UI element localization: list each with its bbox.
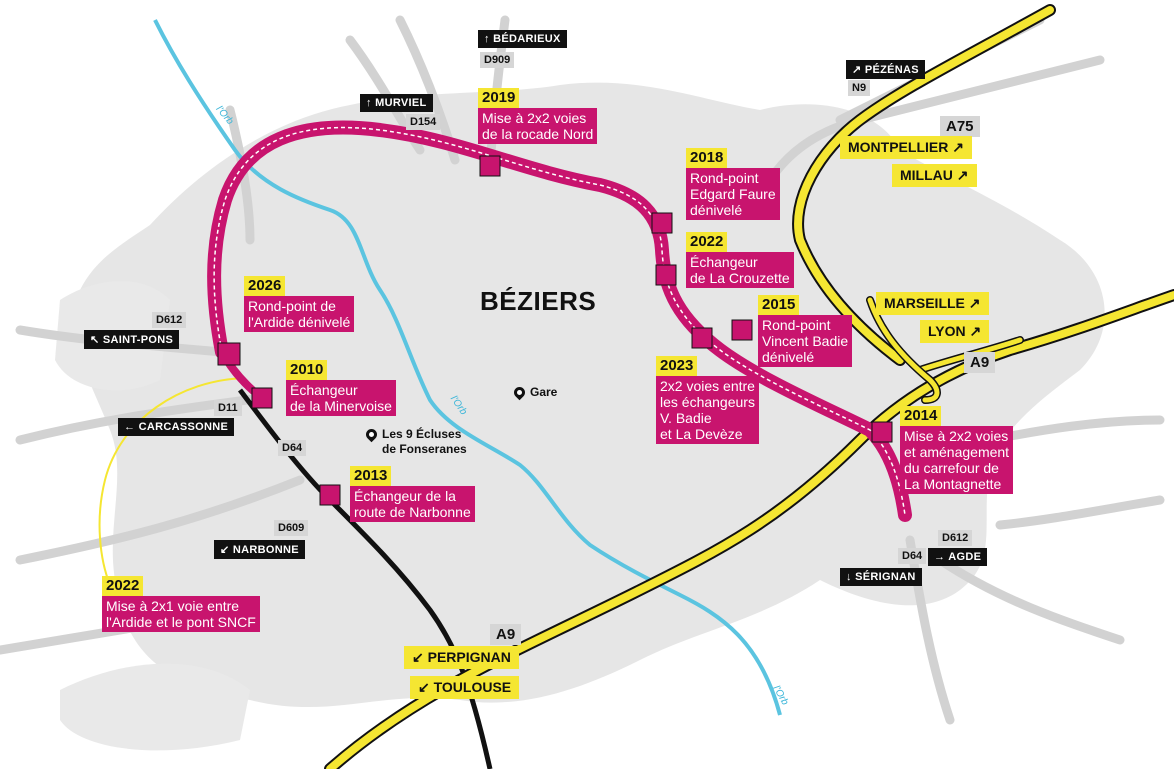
sign-saint-pons: ↖ SAINT-PONS [84, 330, 180, 349]
planned-line-2022 [98, 377, 246, 586]
sign-carcassonne: ← CARCASSONNE [118, 418, 235, 436]
sign-marseille: MARSEILLE ↗ [876, 292, 989, 315]
marker-2018 [651, 212, 673, 234]
road-n9: N9 [848, 80, 871, 96]
marker-2015 [731, 319, 753, 341]
road-d11: D11 [214, 400, 242, 416]
city-name: BÉZIERS [480, 286, 597, 316]
marker-2014 [871, 421, 893, 443]
urban-area [73, 82, 1105, 708]
sign-toulouse: ↙ TOULOUSE [410, 676, 520, 699]
road-d909: D909 [480, 52, 515, 68]
poi-gare: Gare [511, 385, 557, 401]
marker-2013 [319, 484, 341, 506]
highway-a9-south: A9 [490, 624, 522, 645]
marker-2026 [217, 342, 241, 366]
sign-montpellier: MONTPELLIER ↗ [840, 136, 972, 159]
map-pin-icon [363, 427, 380, 443]
road-d154: D154 [406, 114, 441, 130]
road-d64-east: D64 [898, 548, 927, 564]
sign-agde: → AGDE [928, 548, 988, 566]
road-d612-west: D612 [152, 312, 187, 328]
highway-a75: A75 [940, 116, 980, 137]
marker-2010 [251, 387, 273, 409]
rocade-centerline [213, 126, 906, 516]
sign-pezenas: ↗ PÉZÉNAS [846, 60, 925, 79]
map-pin-icon [511, 385, 528, 401]
sign-bedarieux: ↑ BÉDARIEUX [478, 30, 567, 48]
poi-ecluses: Les 9 Écluses de Fonseranes [363, 427, 467, 457]
marker-2019 [479, 155, 501, 177]
marker-2023 [691, 327, 713, 349]
road-d612-east: D612 [938, 530, 973, 546]
highway-a9-east: A9 [964, 352, 996, 373]
road-d64-west: D64 [278, 440, 307, 456]
road-d609: D609 [274, 520, 309, 536]
river-orb [153, 19, 782, 716]
sign-narbonne: ↙ NARBONNE [214, 540, 305, 559]
sign-millau: MILLAU ↗ [892, 164, 977, 187]
urban-area-south [60, 663, 250, 751]
sign-lyon: LYON ↗ [920, 320, 990, 343]
sign-perpignan: ↙ PERPIGNAN [404, 646, 519, 669]
project-markers [217, 155, 893, 506]
sign-murviel: ↑ MURVIEL [360, 94, 433, 112]
sign-serignan: ↓ SÉRIGNAN [840, 568, 922, 586]
marker-2022a [655, 264, 677, 286]
